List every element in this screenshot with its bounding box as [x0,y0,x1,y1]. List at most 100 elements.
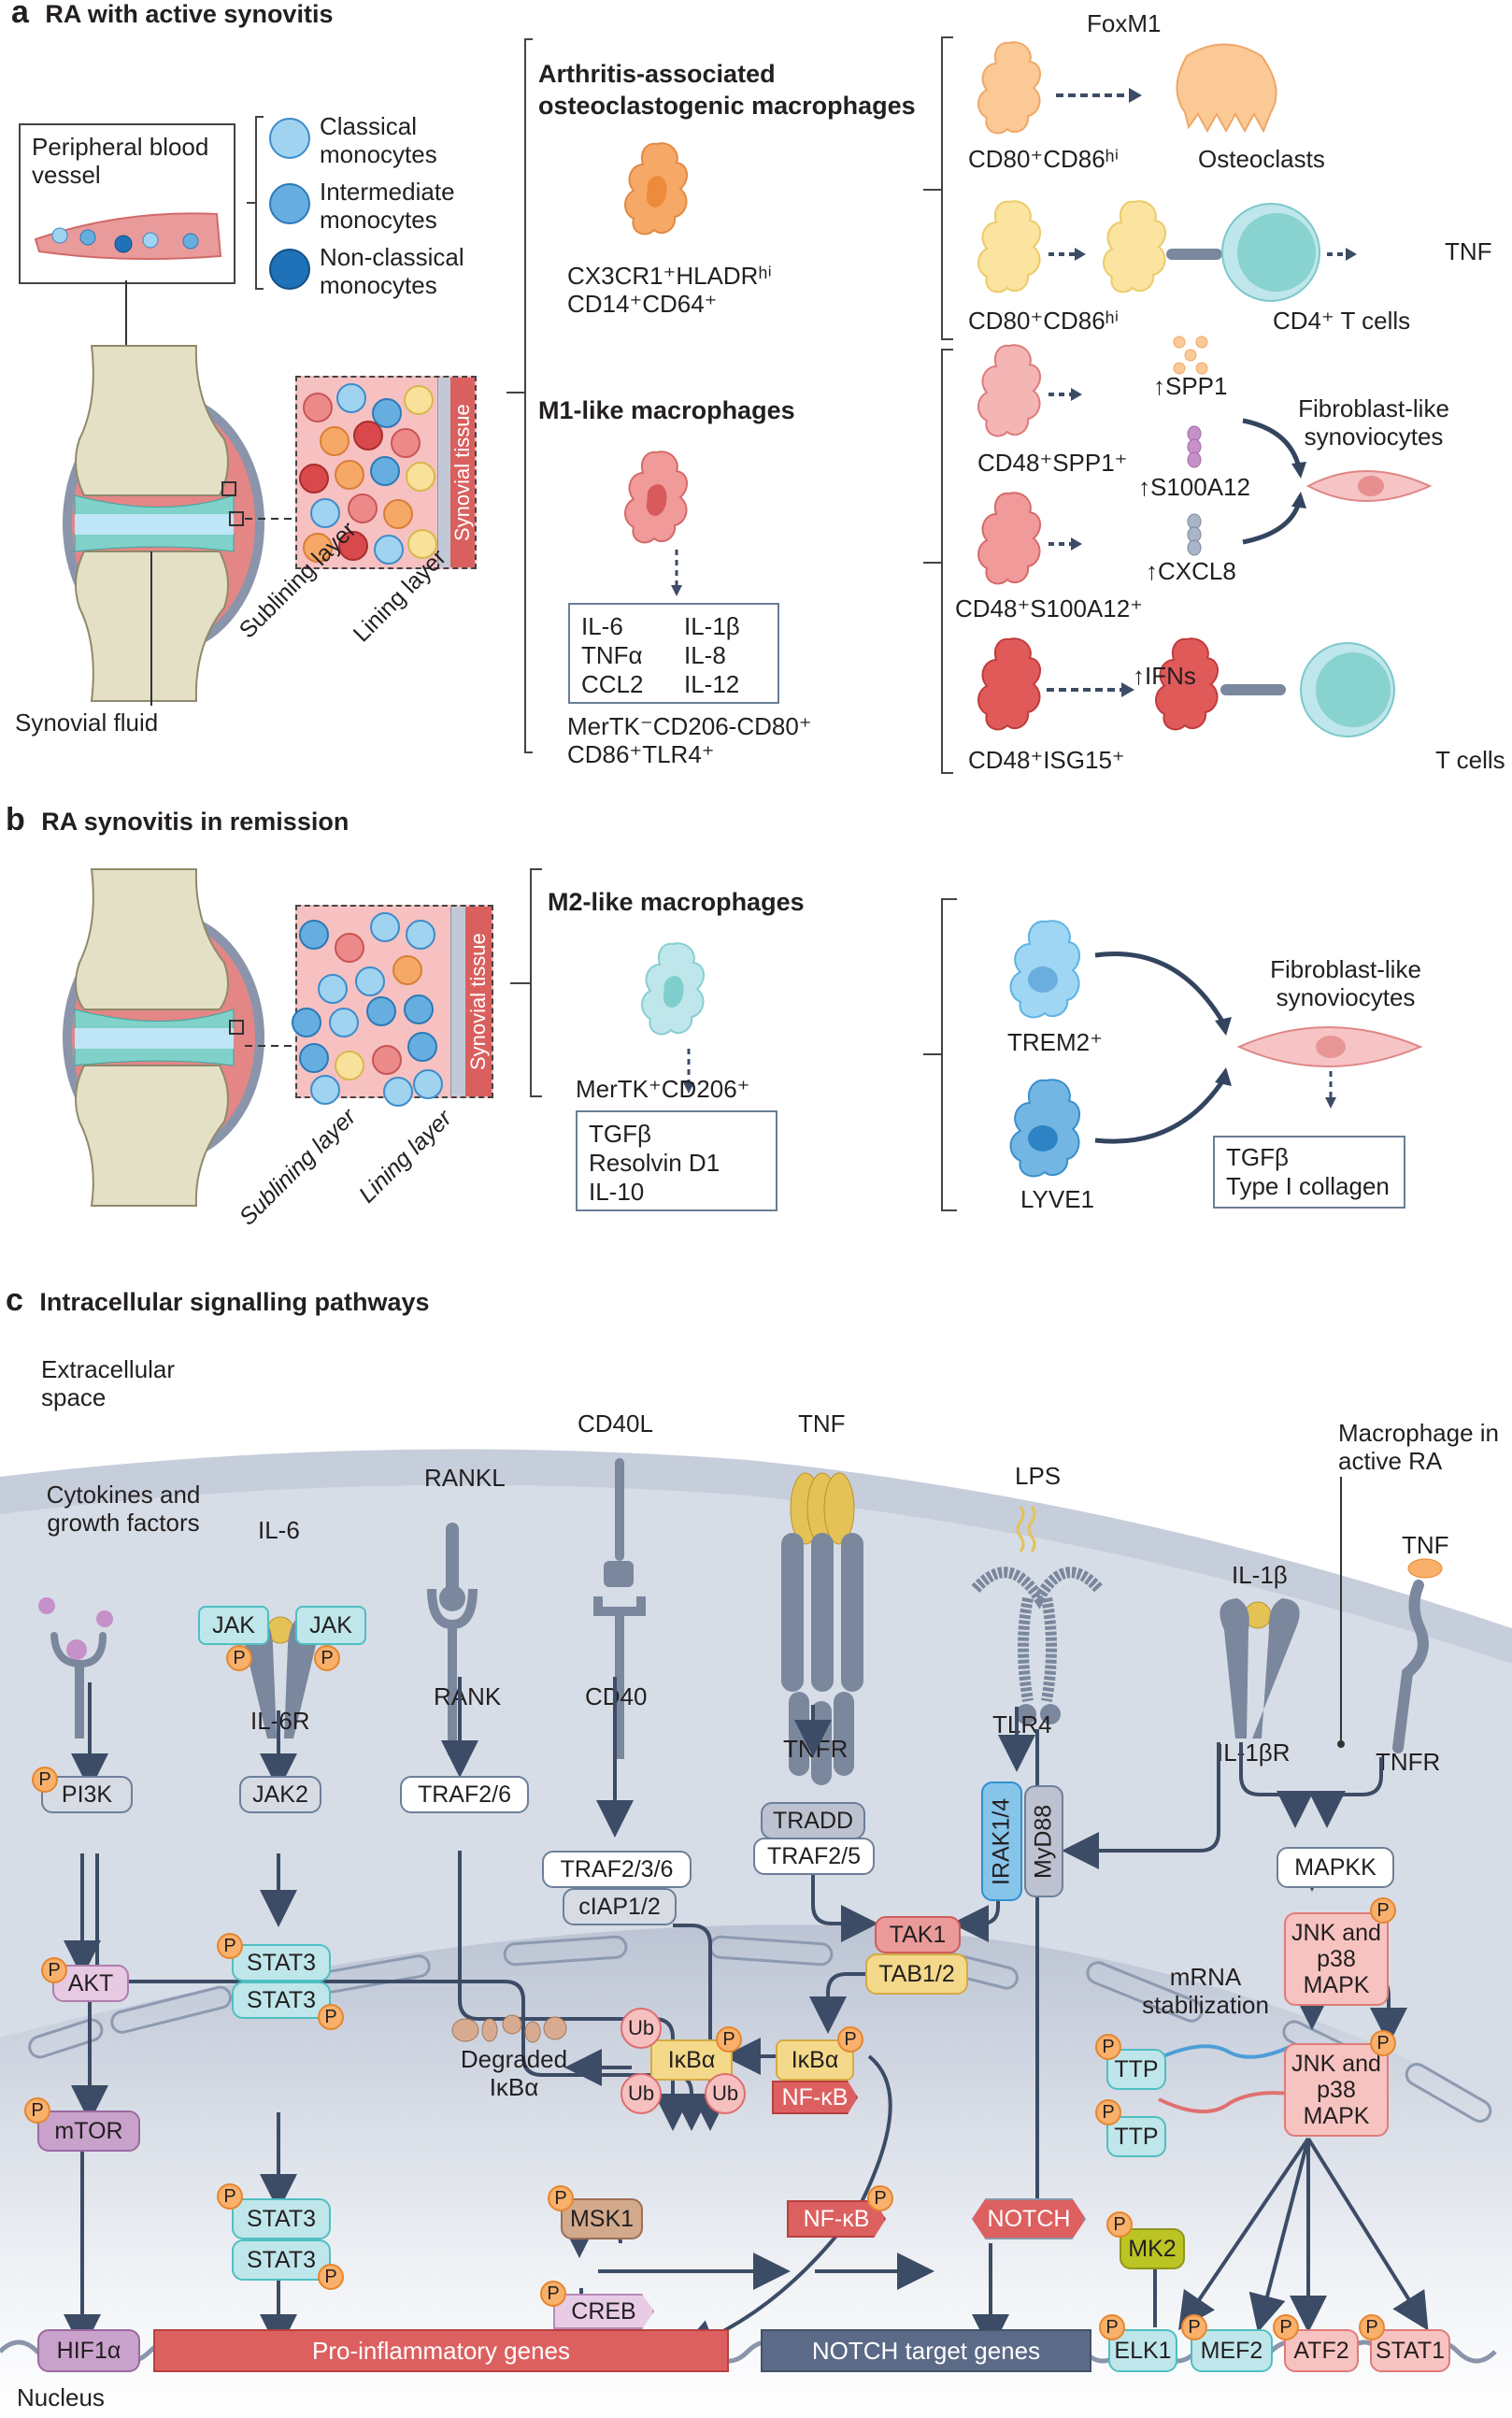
macrophage-pointer [1337,1477,1345,1748]
arthritis-macrophage-title: Arthritis-associated osteoclastogenic ma… [538,58,931,122]
traf26-node: TRAF2/6 [400,1776,529,1813]
synovial-fluid-label: Synovial fluid [15,708,159,737]
myd88-node: MyD88 [1024,1785,1063,1897]
jak-left: JAK [198,1606,269,1645]
phospho-badge: P [314,1645,340,1671]
tab12-node: TAB1/2 [865,1953,968,1995]
phospho-badge: P [1359,2314,1385,2340]
panel-b-letter: b [6,802,25,837]
osteoclastogenic-macrophage-icon [624,142,688,236]
tnfr2-label: TNFR [1376,1748,1441,1776]
notch-node: NOTCH [972,2198,1086,2239]
stat1-node: STAT1 [1370,2329,1450,2372]
tradd-node: TRADD [761,1802,865,1839]
cxcl8-label: ↑CXCL8 [1146,557,1236,585]
synovial-tissue-inset-a: Synovial tissue [295,376,477,569]
notch-target-genes: NOTCH target genes [761,2329,1091,2372]
panel-b-heading: b RA synovitis in remission [6,802,349,838]
spp1-macrophage-icon [977,344,1041,437]
tcell-activation [977,200,1357,302]
tissue-zoom-line-b [245,1045,301,1047]
phospho-badge: P [1099,2314,1125,2340]
phospho-badge: P [226,1645,252,1671]
ciap-node: cIAP1/2 [563,1888,677,1925]
blood-vessel-box: Peripheral blood vessel [19,123,235,284]
nucleus-region [0,1924,1512,2418]
fls-label-a: Fibroblast-like synoviocytes [1298,394,1449,451]
rank-label: RANK [434,1682,502,1710]
jak-right: JAK [295,1606,366,1645]
phospho-badge: P [867,2185,893,2211]
subset-bracket-1 [923,36,953,340]
blood-vessel-label: Peripheral blood vessel [32,133,209,189]
m1-markers-2: CD86⁺TLR4⁺ [567,740,715,768]
cytokine: Resolvin D1 [589,1149,720,1177]
proinflammatory-genes: Pro-inflammatory genes [153,2329,729,2372]
classical-monocyte-icon [269,118,310,159]
cytokine: IL-1β [684,612,740,640]
mapkk-node: MAPKK [1277,1847,1394,1888]
panel-a-title: RA with active synovitis [45,0,334,28]
atf2-node: ATF2 [1284,2329,1359,2372]
msk1-node: MSK1 [561,2198,643,2239]
irak-node: IRAK1/4 [981,1781,1022,1901]
pathway-arrows [64,1677,1429,2355]
extracellular-label: Extracellular space [41,1355,176,1411]
m2-title: M2-like macrophages [548,888,805,916]
tlr4-label: TLR4 [992,1710,1052,1738]
monocyte-classical: Classical monocytes [265,112,546,170]
ttp-node-2: TTP [1106,2116,1166,2157]
synovial-tissue-label-b: Synovial tissue [465,907,492,1096]
synovial-tissue-label-a: Synovial tissue [450,378,475,567]
cytokine: IL-10 [589,1178,645,1206]
nonclassical-monocyte-icon [269,249,310,290]
fls-activation [977,336,1433,737]
isg15-cell-label: CD48⁺ISG15⁺ [968,746,1125,774]
joint-illustration-b [63,868,264,1207]
macrophage-active-ra-label: Macrophage in active RA [1338,1419,1499,1475]
phospho-badge: P [217,2183,243,2210]
panel-a-heading: a RA with active synovitis [11,0,333,31]
rankl-ligand-label: RANKL [424,1464,506,1492]
phospho-badge: P [1370,1897,1396,1924]
tcells-label: T cells [1435,746,1505,774]
cytokine: IL-12 [684,670,740,698]
monocyte-bracket [247,116,264,290]
ubiquitin-badge: Ub [620,2073,662,2114]
degraded-fragments-icon [451,2014,567,2043]
stat3-nuclear-node: STAT3 [232,2239,331,2281]
tnf2-ligand-label: TNF [1402,1531,1449,1559]
tnf-output-label: TNF [1445,237,1492,265]
il1b-ligand-label: IL-1β [1232,1561,1288,1589]
m2-arrow [683,1049,694,1094]
osteoclasts-label: Osteoclasts [1198,145,1325,173]
isg15-macrophage-icon [977,637,1041,731]
cytokine: TNFα [581,641,643,669]
joint-illustration-a [63,345,264,702]
s100a12-macrophage-icon [977,492,1041,585]
phospho-badge: P [318,2264,344,2290]
fls-remission [1009,920,1423,1178]
traf236-node: TRAF2/3/6 [542,1851,692,1888]
m2-markers: MerTK⁺CD206⁺ [576,1075,750,1103]
nfkb-cytoplasm-node: NF-κB [772,2081,858,2114]
phospho-badge: P [716,2026,742,2053]
phospho-badge: P [1095,2034,1121,2060]
macrophage-cells-b-icon [292,912,443,1107]
monocyte-nonclassical: Non-classical monocytes [265,243,546,301]
mrna-stabilization-label: mRNA stabilization [1142,1963,1269,2019]
lining-label-b: Lining layer [353,1105,457,1209]
osteo-source-label: CD80⁺CD86ʰⁱ [968,145,1120,173]
phospho-badge: P [540,2281,566,2307]
mrna-strand [1158,2091,1291,2113]
phospho-badge: P [41,1957,67,1983]
nucleus-label: Nucleus [17,2383,105,2411]
creb-node: CREB [553,2294,654,2329]
osteoclast-differentiation [977,41,1277,135]
jnk-p38-node-2: JNK and p38 MAPK [1284,2043,1389,2137]
ikba-node: IκBα [776,2039,854,2081]
tcell-source-label: CD80⁺CD86ʰⁱ [968,307,1120,335]
phospho-badge: P [1273,2314,1299,2340]
spp1-cell-label: CD48⁺SPP1⁺ [977,449,1128,477]
foxm1-label: FoxM1 [1087,9,1162,37]
